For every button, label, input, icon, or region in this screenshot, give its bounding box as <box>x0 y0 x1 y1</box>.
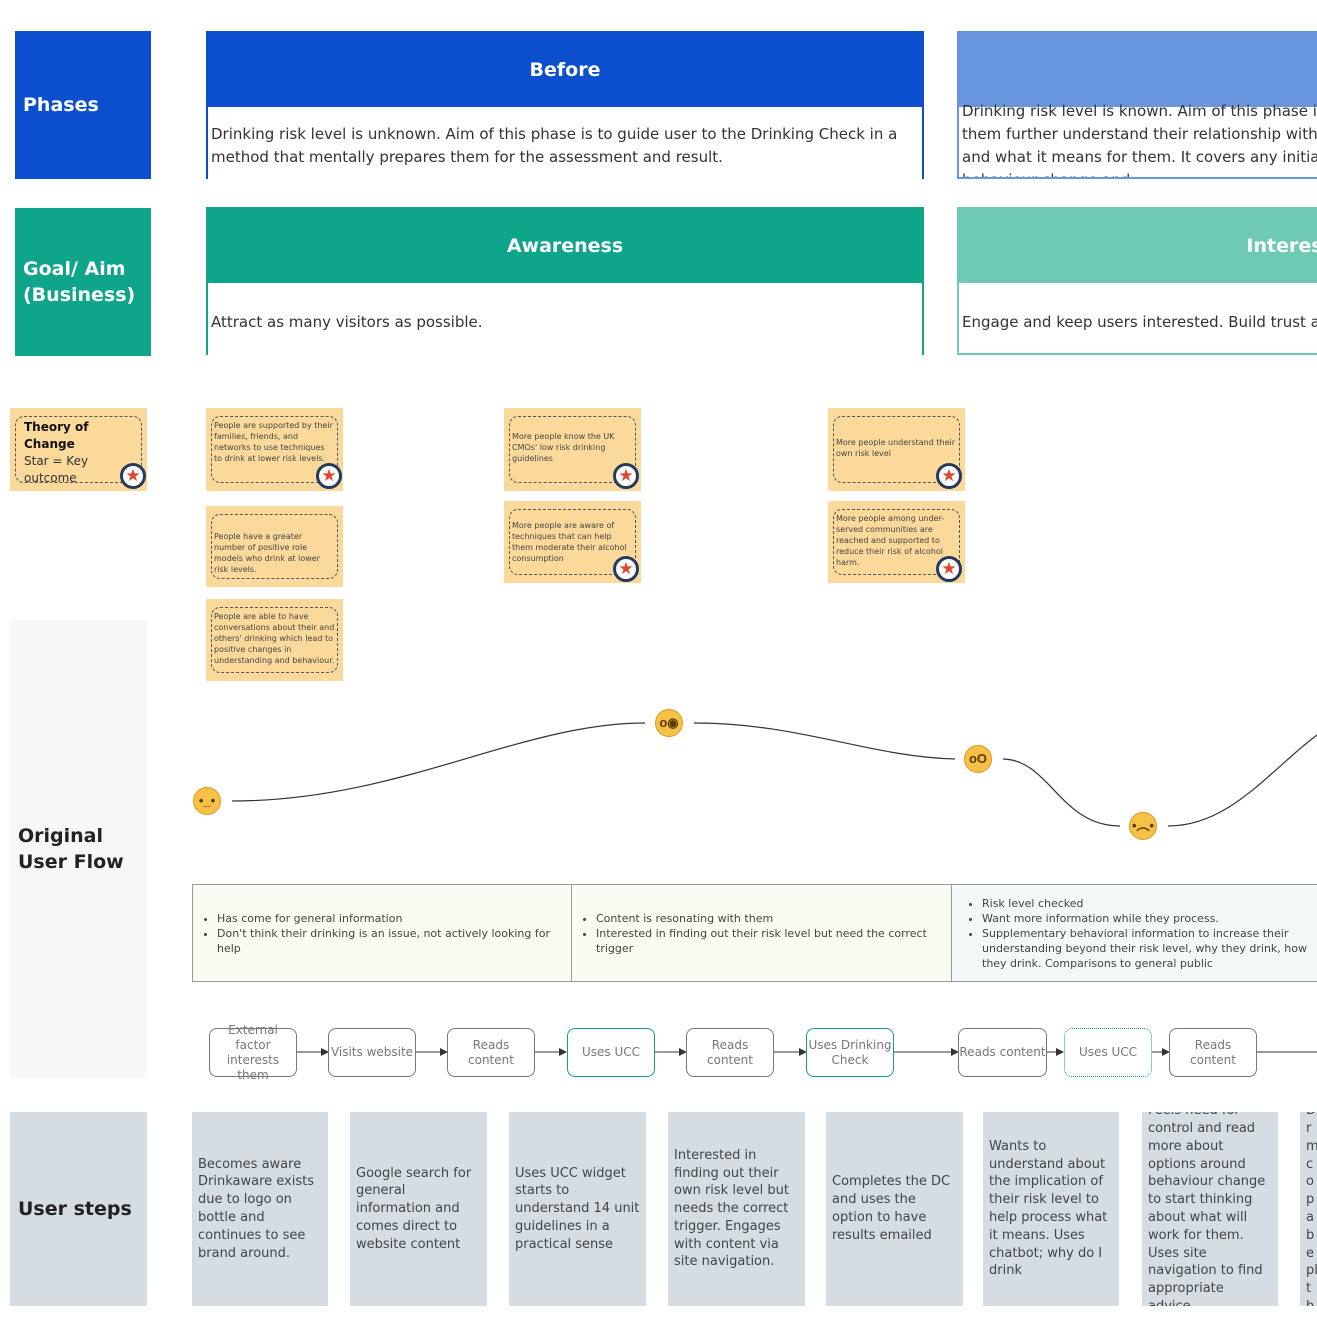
flow-step: Uses UCC <box>567 1028 655 1077</box>
flow-step: Reads content <box>686 1028 774 1077</box>
outcome-sticky: More people among under-served communiti… <box>828 501 965 583</box>
goal-description: Engage and keep users interested. Build … <box>959 283 1317 353</box>
goal-description: Attract as many visitors as possible. <box>208 283 922 361</box>
goal-label-line2: (Business) <box>23 284 136 306</box>
theory-of-change-legend: Theory of Change Star = Key outcome ★ <box>10 408 147 491</box>
flow-row-label: Original User Flow <box>10 620 147 1078</box>
goal-title: Awareness <box>208 209 922 283</box>
feelings-list: Has come for general information Don't t… <box>193 911 571 956</box>
phase-after-card: Drinking risk level is known. Aim of thi… <box>957 31 1317 179</box>
user-step: Wants to understand about the implicatio… <box>983 1112 1119 1306</box>
exploding-head-icon: oO <box>964 745 992 773</box>
neutral-face-icon: •_• <box>193 787 221 815</box>
goal-interest-card: Interest Engage and keep users intereste… <box>957 207 1317 355</box>
sticky-text: People have a greater number of positive… <box>211 514 338 579</box>
flow-step: Reads content <box>447 1028 535 1077</box>
feelings-box: Has come for general information Don't t… <box>192 884 572 982</box>
feeling-item: Supplementary behavioral information to … <box>982 926 1317 971</box>
legend-inner: Theory of Change Star = Key outcome <box>15 416 142 483</box>
feeling-item: Has come for general information <box>217 911 571 926</box>
goal-label-text: Goal/ Aim (Business) <box>23 256 135 308</box>
feeling-item: Risk level checked <box>982 896 1317 911</box>
phase-description: Drinking risk level is unknown. Aim of t… <box>208 107 922 185</box>
phase-title: Before <box>208 33 922 107</box>
legend-title: Theory of Change <box>24 420 89 451</box>
feeling-item: Don't think their drinking is an issue, … <box>217 926 571 956</box>
outcome-sticky: More people know the UK CMOs' low risk d… <box>504 408 641 491</box>
monocle-face-icon: o◉ <box>655 709 683 737</box>
sticky-text: People are supported by their families, … <box>211 416 338 483</box>
user-step: Completes the DC and uses the option to … <box>826 1112 963 1306</box>
flow-step: Visits website <box>328 1028 416 1077</box>
outcome-sticky: People are supported by their families, … <box>206 408 343 491</box>
star-icon: ★ <box>316 463 342 489</box>
feelings-box: Risk level checked Want more information… <box>951 884 1317 982</box>
phase-before-card: Before Drinking risk level is unknown. A… <box>206 31 924 185</box>
sticky-text: More people among under-served communiti… <box>833 509 960 575</box>
goal-label-line1: Goal/ Aim <box>23 258 126 280</box>
sticky-text: People are able to have conversations ab… <box>211 607 338 673</box>
user-step: Feels need for control and read more abo… <box>1142 1112 1278 1306</box>
feelings-list: Content is resonating with them Interest… <box>572 911 951 956</box>
phases-label-text: Phases <box>23 94 99 116</box>
sticky-text: More people know the UK CMOs' low risk d… <box>509 416 636 483</box>
steps-row-label: User steps <box>10 1112 147 1306</box>
confused-face-icon: •︵• <box>1129 812 1157 840</box>
feeling-item: Interested in finding out their risk lev… <box>596 926 951 956</box>
flow-label-text: Original User Flow <box>18 823 124 875</box>
flow-label-line1: Original <box>18 825 104 847</box>
user-step: Interested in finding out their own risk… <box>668 1112 805 1306</box>
outcome-sticky: More people are aware of techniques that… <box>504 501 641 583</box>
flow-step: Uses UCC <box>1064 1028 1152 1077</box>
feelings-list: Risk level checked Want more information… <box>952 896 1317 971</box>
user-step: Google search for general information an… <box>350 1112 487 1306</box>
feelings-box: Content is resonating with them Interest… <box>571 884 952 982</box>
flow-label-line2: User Flow <box>18 851 124 873</box>
legend-subtitle: Star = Key outcome <box>24 454 89 483</box>
flow-step: Reads content <box>1169 1028 1257 1077</box>
steps-label-text: User steps <box>18 1198 132 1220</box>
flow-step: Uses Drinking Check <box>806 1028 894 1077</box>
outcome-sticky: People are able to have conversations ab… <box>206 599 343 681</box>
goal-awareness-card: Awareness Attract as many visitors as po… <box>206 207 924 361</box>
sticky-text: More people are aware of techniques that… <box>509 509 636 575</box>
star-icon: ★ <box>936 556 962 582</box>
sticky-text: More people understand their own risk le… <box>833 416 960 483</box>
user-step: Dr m co pa be pl th <box>1300 1112 1317 1306</box>
feeling-item: Content is resonating with them <box>596 911 951 926</box>
outcome-sticky: People have a greater number of positive… <box>206 506 343 587</box>
goal-title: Interest <box>959 209 1317 283</box>
flow-step: External factor interests them <box>209 1023 297 1082</box>
outcome-sticky: More people understand their own risk le… <box>828 408 965 491</box>
star-icon: ★ <box>613 556 639 582</box>
star-icon: ★ <box>120 463 146 489</box>
phase-description: Drinking risk level is known. Aim of thi… <box>959 102 1317 177</box>
star-icon: ★ <box>936 463 962 489</box>
phases-row-label: Phases <box>15 31 151 179</box>
flow-step: Reads content <box>958 1028 1047 1077</box>
user-step: Becomes aware Drinkaware exists due to l… <box>192 1112 328 1306</box>
phase-title <box>959 33 1317 107</box>
feeling-item: Want more information while they process… <box>982 911 1317 926</box>
star-icon: ★ <box>613 463 639 489</box>
goal-row-label: Goal/ Aim (Business) <box>15 208 151 356</box>
user-step: Uses UCC widget starts to understand 14 … <box>509 1112 646 1306</box>
